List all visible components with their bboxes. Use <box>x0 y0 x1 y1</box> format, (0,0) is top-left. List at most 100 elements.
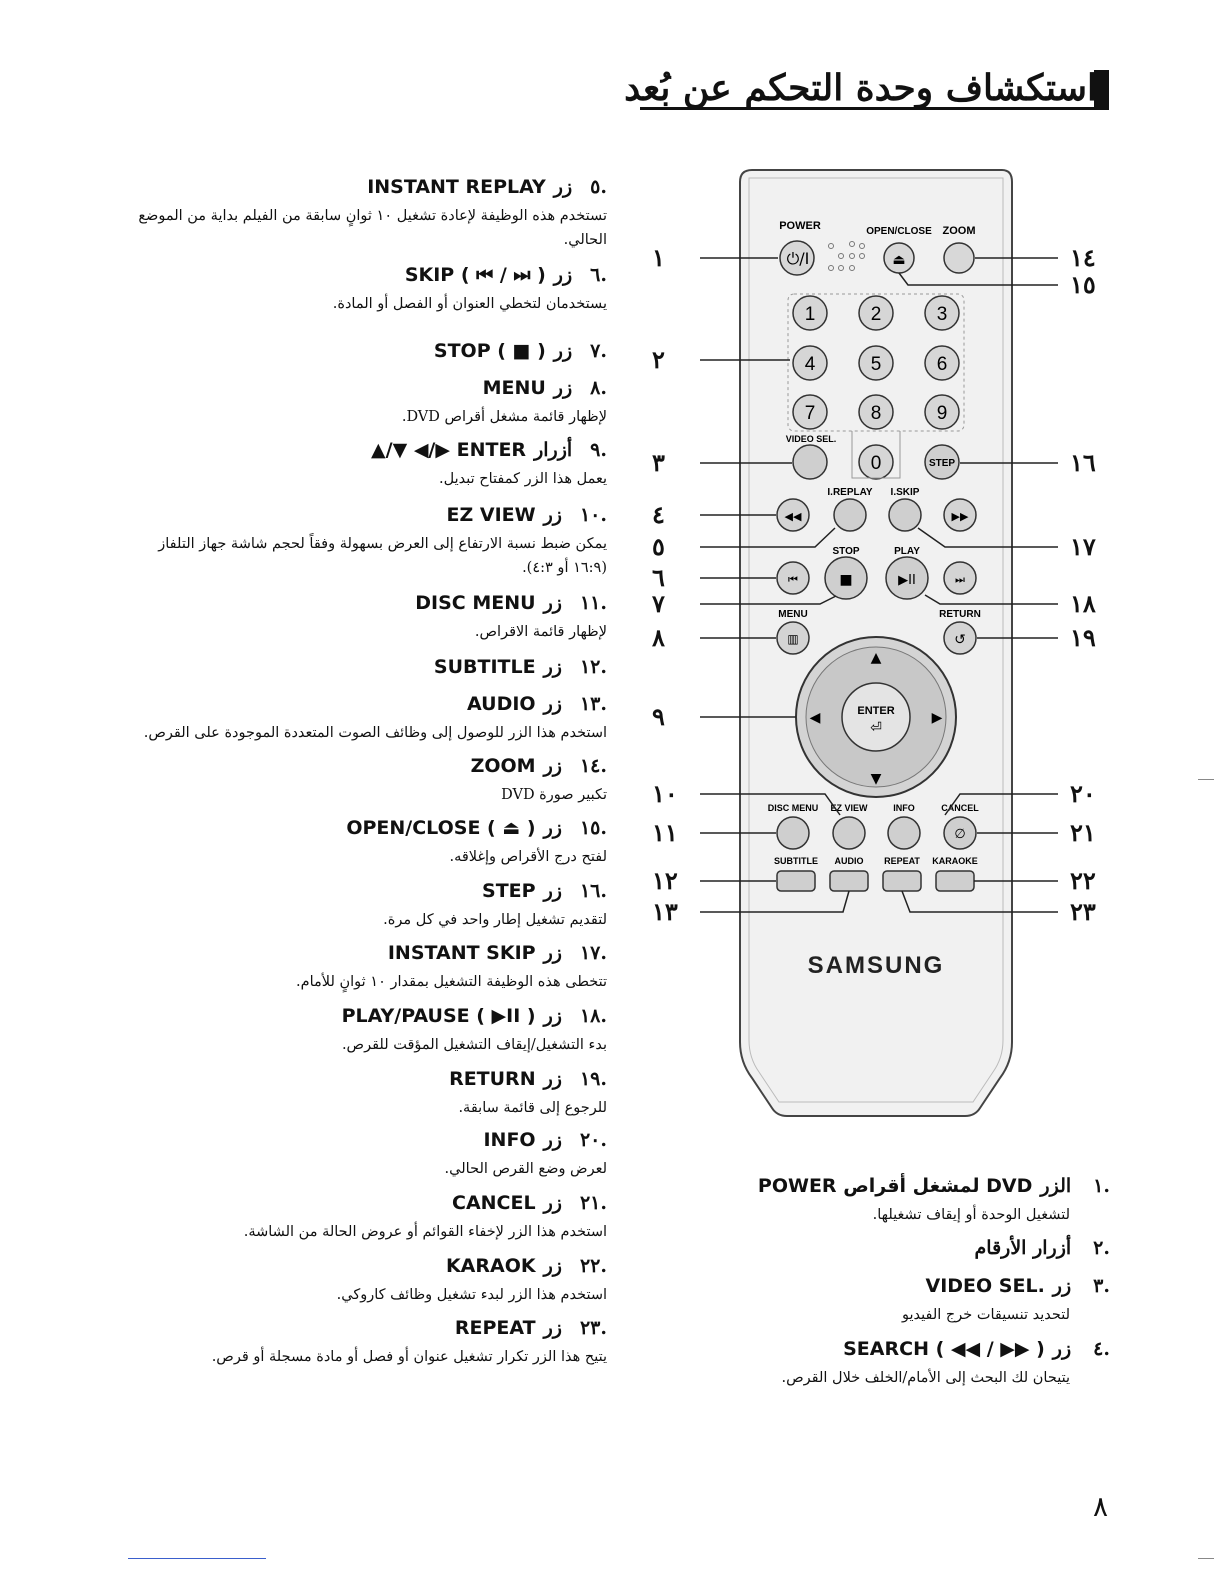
skip-forward-button[interactable] <box>943 561 977 595</box>
item-description: يمكن ضبط نسبة الارتفاع إلى العرض بسهولة … <box>158 536 607 552</box>
digit-button[interactable] <box>858 444 894 480</box>
button-description-item: .١٨زرPLAY/PAUSE ( ▶II )بدء التشغيل/إيقاف… <box>342 1003 607 1057</box>
item-description: للرجوع إلى قائمة سابقة. <box>458 1100 607 1116</box>
callout-number: ١٤ <box>1070 243 1096 272</box>
item-button-name: STOP ( ■ ) <box>433 340 546 362</box>
item-number: .٧ <box>590 340 607 362</box>
digit-button[interactable] <box>924 345 960 381</box>
item-number: .٨ <box>590 377 607 399</box>
callout-number: ١٨ <box>1070 589 1096 618</box>
ez-view-label: EZ VIEW <box>830 803 868 813</box>
i-replay-label: I.REPLAY <box>827 487 873 498</box>
callout-number: ٣ <box>652 448 665 477</box>
item-label: زر <box>543 1255 562 1277</box>
item-heading: .١٩زرRETURN <box>449 1066 607 1092</box>
item-description: لفتح درج الأقراص وإغلاقه. <box>449 849 607 865</box>
menu-button[interactable] <box>776 621 810 655</box>
rewind-icon: ◀◀ <box>785 510 802 523</box>
item-number: .٣ <box>1093 1275 1110 1297</box>
item-description: تتخطى هذه الوظيفة التشغيل بمقدار ١٠ ثوان… <box>296 974 607 990</box>
digit-button[interactable] <box>792 295 828 331</box>
item-button-name: REPEAT <box>454 1317 536 1339</box>
item-heading: .٦زرSKIP ( ⏮ / ⏭ ) <box>333 262 607 288</box>
item-heading: .٧ زر STOP ( ■ ) <box>434 338 607 364</box>
repeat-button[interactable] <box>882 870 922 892</box>
item-label: زر <box>553 340 573 362</box>
item-label: زر <box>543 817 562 839</box>
item-heading: .٨زرMENU <box>402 375 607 401</box>
down-arrow-icon: ▼ <box>871 771 882 787</box>
item-heading: .٩أزرار▲/▼ ◀/▶ ENTER <box>371 437 607 463</box>
skip-back-button[interactable] <box>776 561 810 595</box>
digit-label: 8 <box>871 403 882 424</box>
step-label: STEP <box>929 458 955 469</box>
item-button-name: AUDIO <box>467 693 536 715</box>
search-forward-button[interactable] <box>943 498 977 532</box>
callout-number: ١٥ <box>1070 270 1096 299</box>
button-description-item: .٦زرSKIP ( ⏮ / ⏭ ) يستخدمان لتخطي العنوان… <box>333 262 607 316</box>
item-description: لإظهار قائمة الاقراص. <box>474 624 607 640</box>
stop-button[interactable] <box>824 556 868 600</box>
digit-button[interactable] <box>858 295 894 331</box>
cancel-button[interactable] <box>943 816 977 850</box>
digit-button[interactable] <box>858 394 894 430</box>
audio-button[interactable] <box>829 870 869 892</box>
digit-label: 3 <box>937 304 948 325</box>
step-button[interactable] <box>924 444 960 480</box>
search-back-button[interactable] <box>776 498 810 532</box>
item-description: لإظهار قائمة مشغل أقراص DVD. <box>401 409 607 425</box>
zoom-button[interactable] <box>943 242 975 274</box>
callout-number: ٥ <box>652 532 665 561</box>
subtitle-label: SUBTITLE <box>774 856 818 866</box>
callout-number: ١٦ <box>1070 448 1096 477</box>
item-label: زر <box>543 693 562 715</box>
item-label: زر <box>543 504 562 526</box>
digit-button[interactable] <box>924 394 960 430</box>
digit-label: 0 <box>871 453 882 474</box>
edge-mark <box>1198 779 1214 780</box>
item-heading: .٥زرINSTANT REPLAY <box>138 174 607 200</box>
disc-menu-button[interactable] <box>776 816 810 850</box>
digit-button[interactable] <box>792 394 828 430</box>
item-description: لتقديم تشغيل إطار واحد في كل مرة. <box>383 912 607 928</box>
info-button[interactable] <box>887 816 921 850</box>
i-skip-label: I.SKIP <box>891 487 920 498</box>
return-label: RETURN <box>939 609 981 620</box>
instant-replay-button[interactable] <box>833 498 867 532</box>
video-sel-button[interactable] <box>792 444 828 480</box>
enter-label: ENTER <box>857 705 894 717</box>
karaoke-button[interactable] <box>935 870 975 892</box>
item-description: يستخدمان لتخطي العنوان أو الفصل أو الماد… <box>332 296 607 312</box>
enter-button[interactable] <box>841 682 911 752</box>
subtitle-button[interactable] <box>776 870 816 892</box>
button-description-item: .٣زرVIDEO SEL.لتحديد تنسيقات خرج الفيديو <box>902 1273 1110 1327</box>
ez-view-button[interactable] <box>832 816 866 850</box>
item-description: بدء التشغيل/إيقاف التشغيل المؤقت للقرص. <box>341 1037 607 1053</box>
play-pause-button[interactable] <box>885 556 929 600</box>
instant-skip-button[interactable] <box>888 498 922 532</box>
item-button-name: KARAOK <box>445 1255 536 1277</box>
item-number: .٢١ <box>579 1192 607 1214</box>
item-button-name: SEARCH ( ◀◀ / ▶▶ ) <box>843 1338 1045 1360</box>
item-description: يتيحان لك البحث إلى الأمام/الخلف خلال ال… <box>781 1370 1071 1386</box>
item-number: .١٤ <box>579 755 607 777</box>
item-heading: .٢٣زرREPEAT <box>212 1315 607 1341</box>
return-button[interactable] <box>943 621 977 655</box>
item-button-name: STEP <box>482 880 536 902</box>
item-heading: .٢١زرCANCEL <box>244 1190 607 1216</box>
item-heading: .٢أزرار الأرقام <box>967 1235 1110 1261</box>
button-description-item: .٢أزرار الأرقام <box>967 1235 1110 1261</box>
item-label: زر <box>543 942 562 964</box>
digit-button[interactable] <box>792 345 828 381</box>
digit-button[interactable] <box>858 345 894 381</box>
item-label: زر <box>543 880 562 902</box>
digit-button[interactable] <box>924 295 960 331</box>
menu-label: MENU <box>778 609 807 620</box>
item-number: .٦ <box>590 264 607 286</box>
power-button[interactable] <box>779 240 815 276</box>
